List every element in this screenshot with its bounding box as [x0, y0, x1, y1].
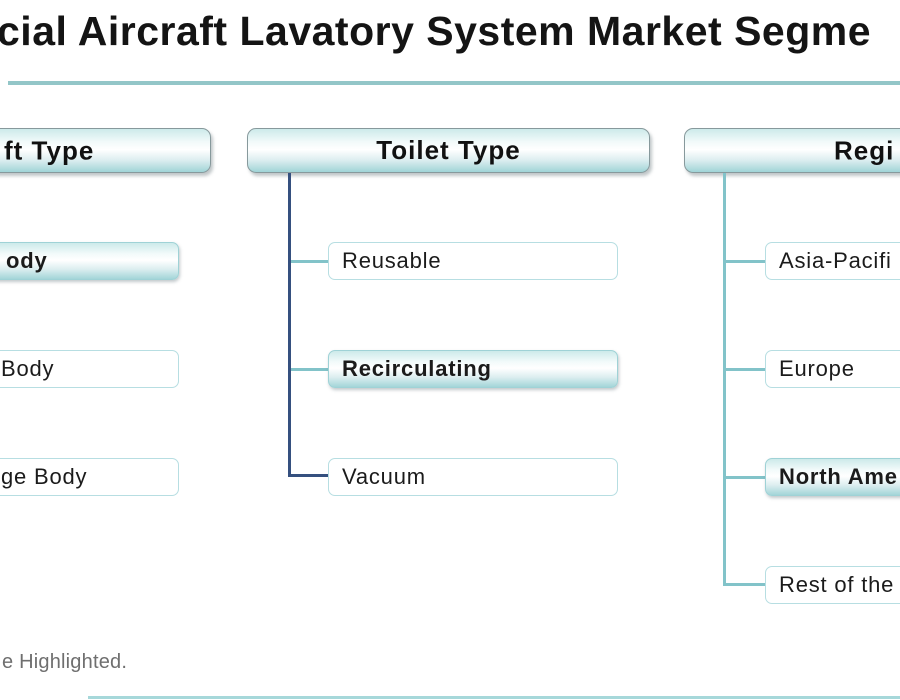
column-header-label-region: Regi: [834, 135, 895, 165]
connector-branch-recirculating: [291, 368, 328, 371]
segment-item-label: Vacuum: [342, 464, 426, 489]
connector-branch-vacuum: [288, 474, 328, 477]
segment-item-label: Reusable: [342, 248, 442, 273]
page-title: cial Aircraft Lavatory System Market Seg…: [0, 8, 872, 54]
column-header-aircraft-type: ft Type: [0, 128, 211, 173]
aircraft-type-item-1: Body: [0, 350, 179, 388]
column-header-label-aircraft-type: ft Type: [4, 135, 95, 165]
toilet-type-item-0: Reusable: [328, 242, 618, 280]
aircraft-type-item-2: ge Body: [0, 458, 179, 496]
segment-item-label: ge Body: [1, 464, 88, 489]
segment-item-label: Recirculating: [342, 356, 492, 381]
connector-trunk-toilet-type: [288, 173, 291, 477]
segment-item-label: North Ame: [779, 464, 898, 489]
title-divider: [8, 81, 900, 85]
segment-item-label: Europe: [779, 356, 855, 381]
segment-item-label: ody: [6, 248, 48, 273]
region-item-1: Europe: [765, 350, 900, 388]
segment-item-label: Rest of the: [779, 572, 895, 597]
connector-branch-reusable: [291, 260, 328, 263]
aircraft-type-item-0: ody: [0, 242, 179, 280]
column-header-toilet-type: Toilet Type: [247, 128, 650, 173]
toilet-type-item-1: Recirculating: [328, 350, 618, 388]
connector-branch-asia-pacific: [726, 260, 765, 263]
column-header-label-toilet-type: Toilet Type: [376, 135, 521, 165]
segment-item-label: Asia-Pacifi: [779, 248, 892, 273]
bottom-divider: [88, 696, 900, 699]
region-item-0: Asia-Pacifi: [765, 242, 900, 280]
segment-item-label: Body: [1, 356, 55, 381]
connector-branch-north-america: [726, 476, 765, 479]
region-item-3: Rest of the: [765, 566, 900, 604]
connector-trunk-region: [723, 173, 726, 586]
region-item-2: North Ame: [765, 458, 900, 496]
footer-note: e Highlighted.: [2, 651, 128, 673]
toilet-type-item-2: Vacuum: [328, 458, 618, 496]
connector-branch-europe: [726, 368, 765, 371]
column-header-region: Regi: [684, 128, 900, 173]
connector-branch-rest-of-world: [723, 583, 765, 586]
